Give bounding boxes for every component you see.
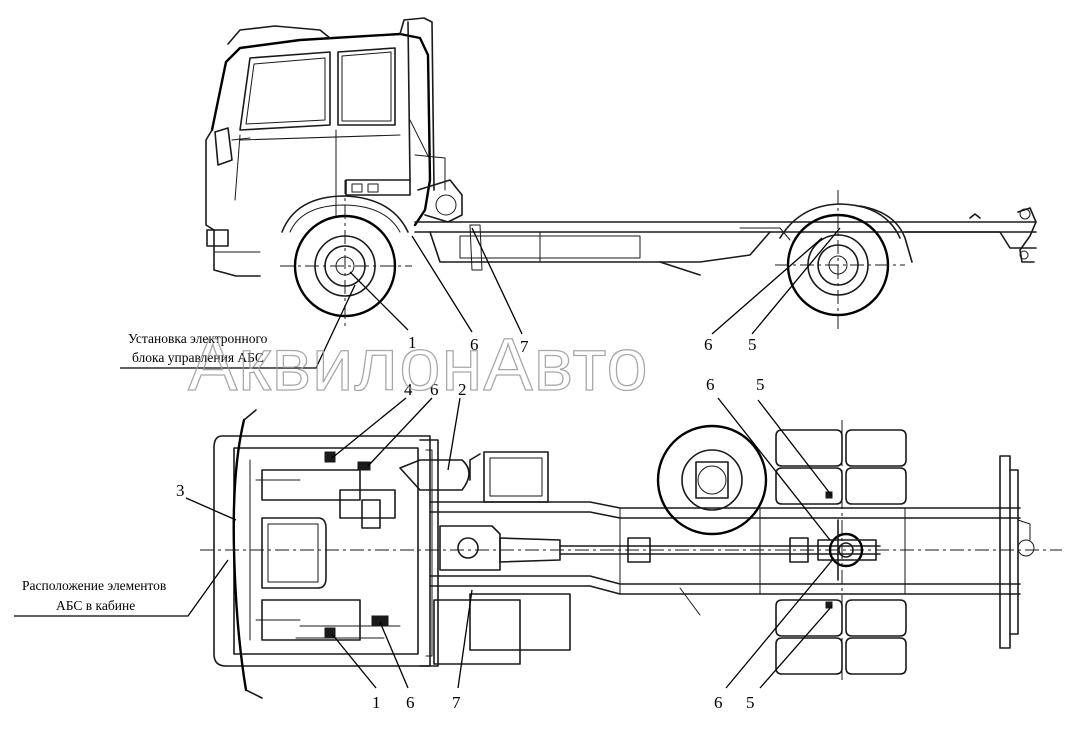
truck-side-view: Установка электронного блока управления … bbox=[120, 17, 1037, 369]
front-wheel-side bbox=[280, 180, 412, 330]
top-upper-callouts: 4 6 2 6 5 3 bbox=[176, 375, 833, 541]
ecu-caption-line1: Установка электронного bbox=[128, 331, 268, 346]
callout-bottom-6a: 6 bbox=[406, 693, 415, 712]
callout-top-2: 2 bbox=[458, 380, 467, 399]
ecu-caption: Установка электронного блока управления … bbox=[120, 284, 356, 369]
cab-caption-line2: АБС в кабине bbox=[56, 598, 135, 613]
truck-top-view: Расположение элементов АБС в кабине 4 6 … bbox=[14, 375, 1062, 712]
callout-bottom-7: 7 bbox=[452, 693, 461, 712]
cab-caption: Расположение элементов АБС в кабине bbox=[14, 559, 229, 617]
spare-wheel-top bbox=[656, 424, 768, 536]
callout-side-5: 5 bbox=[748, 335, 757, 354]
callout-side-7: 7 bbox=[520, 337, 529, 356]
cab-top bbox=[213, 409, 549, 699]
callout-top-5a: 5 bbox=[756, 375, 765, 394]
ecu-caption-line2: блока управления АБС bbox=[132, 350, 264, 365]
cab-side bbox=[205, 17, 463, 277]
callout-top-4: 4 bbox=[404, 380, 413, 399]
callout-side-1: 1 bbox=[408, 333, 417, 352]
callout-top-3: 3 bbox=[176, 481, 185, 500]
side-callouts: 1 6 7 6 5 bbox=[349, 227, 841, 356]
rear-wheel-side bbox=[775, 190, 913, 330]
watermark: АквилонАвто bbox=[188, 323, 649, 406]
callout-top-6b: 6 bbox=[706, 375, 715, 394]
callout-bottom-5: 5 bbox=[746, 693, 755, 712]
callout-bottom-1: 1 bbox=[372, 693, 381, 712]
cab-caption-line1: Расположение элементов bbox=[22, 578, 166, 593]
front-wheel-top bbox=[419, 439, 439, 667]
callout-side-6a: 6 bbox=[470, 335, 479, 354]
chassis-frame-top bbox=[200, 455, 1062, 665]
top-lower-callouts: 1 6 7 6 5 bbox=[331, 557, 835, 712]
callout-bottom-6b: 6 bbox=[714, 693, 723, 712]
chassis-frame-side bbox=[414, 207, 1037, 276]
callout-side-6b: 6 bbox=[704, 335, 713, 354]
callout-top-6a: 6 bbox=[430, 380, 439, 399]
